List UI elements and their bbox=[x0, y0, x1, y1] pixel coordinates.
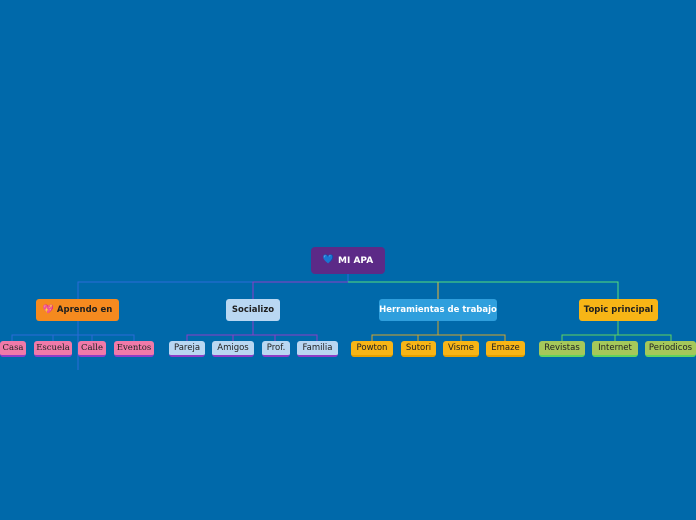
leaf-powton[interactable]: Powton bbox=[351, 341, 393, 357]
branch-label: Topic principal bbox=[583, 305, 654, 315]
leaf-calle[interactable]: Calle bbox=[78, 341, 106, 357]
leaf-escuela[interactable]: Escuela bbox=[34, 341, 72, 357]
leaf-internet[interactable]: Internet bbox=[592, 341, 638, 357]
blue-heart-icon: 💙 bbox=[322, 255, 335, 265]
branch-label: Aprendo en bbox=[56, 305, 113, 315]
leaf-visme[interactable]: Visme bbox=[443, 341, 479, 357]
leaf-familia[interactable]: Familia bbox=[297, 341, 338, 357]
pink-heart-icon: 💖 bbox=[42, 304, 54, 315]
leaf-pareja[interactable]: Pareja bbox=[169, 341, 205, 357]
branch-label: Herramientas de trabajo bbox=[379, 305, 497, 315]
leaf-eventos[interactable]: Eventos bbox=[114, 341, 154, 357]
leaf-casa[interactable]: Casa bbox=[0, 341, 26, 357]
leaf-emaze[interactable]: Emaze bbox=[486, 341, 525, 357]
leaf-sutori[interactable]: Sutori bbox=[401, 341, 436, 357]
leaf-revistas[interactable]: Revistas bbox=[539, 341, 585, 357]
root-label: MI APA bbox=[338, 255, 374, 266]
leaf-periodicos[interactable]: Periodicos bbox=[645, 341, 696, 357]
leaf-amigos[interactable]: Amigos bbox=[212, 341, 254, 357]
branch-herramientas-de-trabajo[interactable]: Herramientas de trabajo bbox=[379, 299, 497, 321]
branch-socializo[interactable]: Socializo bbox=[226, 299, 280, 321]
branch-aprendo-en[interactable]: 💖 Aprendo en bbox=[36, 299, 119, 321]
root-node-mi-apa[interactable]: 💙 MI APA bbox=[311, 247, 385, 274]
branch-topic-principal[interactable]: Topic principal bbox=[579, 299, 658, 321]
leaf-prof[interactable]: Prof. bbox=[262, 341, 290, 357]
branch-label: Socializo bbox=[231, 305, 275, 315]
